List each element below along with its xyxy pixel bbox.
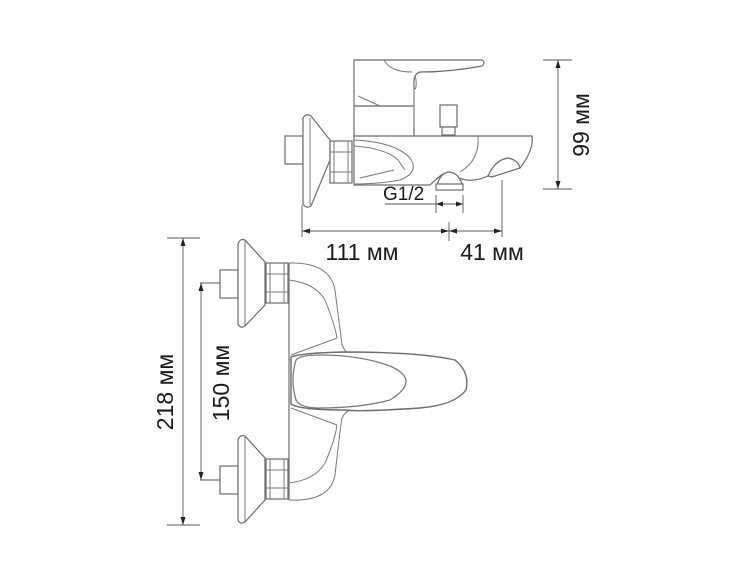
dim-inlet-spacing-label: 150 мм [208, 345, 234, 421]
pipe-stub [284, 135, 304, 165]
side-view: 99 мм G1/2 111 мм 41 мм [284, 59, 594, 265]
escutcheon [302, 114, 331, 208]
dim-outlet-to-spout-label: 41 мм [460, 239, 524, 265]
hex-nut-upper [265, 262, 289, 304]
dim-height-label: 99 мм [568, 93, 594, 157]
escutcheon-upper [237, 238, 266, 328]
thread-size-label: G1/2 [383, 184, 424, 205]
cartridge-housing [353, 105, 415, 141]
pipe-stub-upper [219, 269, 239, 299]
dim-overall-length-label: 218 мм [152, 354, 178, 430]
lower-inlet [219, 434, 289, 524]
dim-wall-to-outlet-label: 111 мм [326, 239, 399, 265]
bath-outlet [436, 171, 463, 186]
hex-nut [329, 140, 353, 184]
handle-top [290, 351, 468, 412]
arrow-down [555, 181, 561, 189]
hex-nut-lower [265, 458, 289, 500]
spout-tip [487, 157, 521, 178]
upper-inlet [219, 238, 289, 328]
handle-lever [353, 59, 485, 107]
diverter-button [439, 104, 458, 128]
pipe-stub-lower [219, 465, 239, 495]
top-view: 218 мм 150 мм [152, 237, 468, 526]
arrow-up [555, 60, 561, 68]
escutcheon-lower [237, 434, 266, 524]
